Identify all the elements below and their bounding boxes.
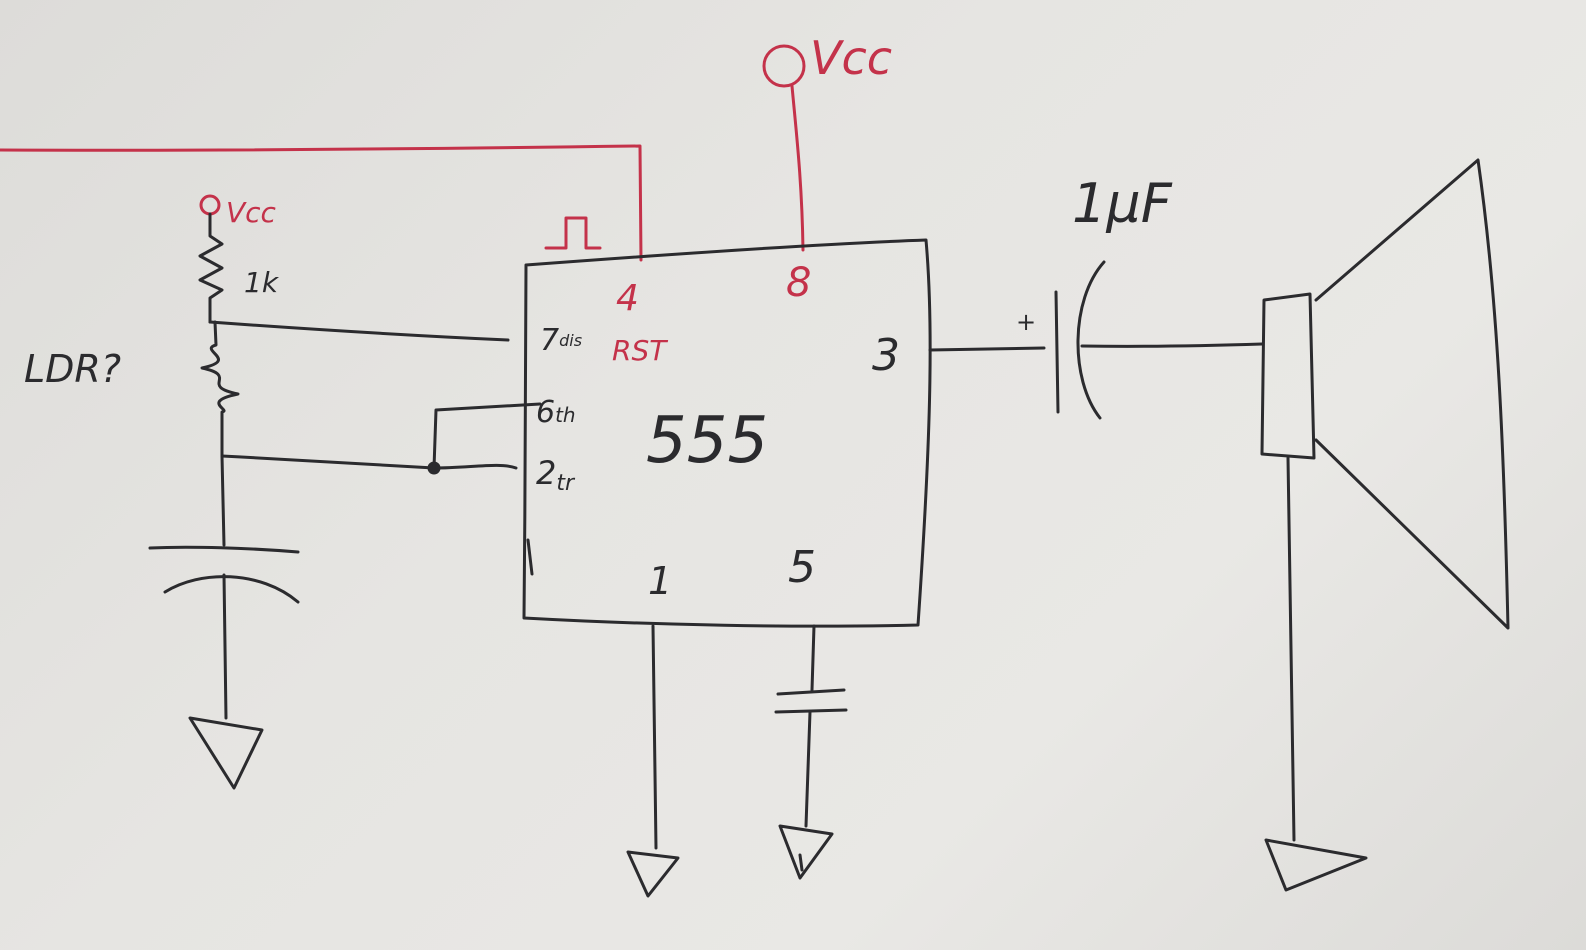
chip-body	[522, 238, 932, 628]
reset-wire	[0, 144, 643, 262]
timing-cap-wire-bottom	[222, 573, 228, 720]
output-wire	[928, 346, 1046, 352]
timing-cap-wire-top	[220, 454, 226, 547]
output-cap-plate-flat	[1054, 290, 1060, 414]
pin5-cap-plate-1	[776, 688, 846, 696]
output-cap-to-speaker	[1080, 342, 1264, 348]
pin5-wire	[810, 624, 816, 692]
vcc-pin8-wire	[790, 84, 805, 252]
timing-cap-plate-curved	[163, 575, 300, 604]
ground-pin5-tick	[798, 853, 804, 872]
pin5-label: 5	[788, 542, 816, 593]
ground-speaker	[1264, 838, 1368, 892]
pin7-label: 7dis	[540, 323, 582, 358]
ground-pin1	[626, 850, 680, 898]
pin1-label: 1	[648, 559, 672, 603]
resistor-label: 1k	[244, 266, 280, 299]
speaker-cone	[1314, 158, 1510, 630]
chip-name-label: 555	[646, 404, 768, 478]
pin3-label: 3	[872, 330, 900, 381]
pin6-bridge	[432, 402, 542, 470]
plus-label: +	[1016, 308, 1036, 336]
chip-bottom-left-stub	[526, 538, 534, 576]
pin2-label: 2tr	[536, 454, 576, 496]
speaker-body	[1260, 292, 1316, 460]
ldr-label: LDR?	[24, 347, 121, 391]
pulse-symbol	[544, 216, 602, 250]
speaker-ground-wire	[1286, 456, 1296, 842]
pin5-wire-2	[804, 710, 812, 828]
cap-value-label: 1µF	[1072, 172, 1173, 235]
pin1-ground-wire	[651, 624, 658, 850]
pin6-label: 6th	[536, 395, 576, 430]
vcc-top-node	[762, 44, 806, 88]
pin7-wire	[208, 320, 510, 342]
timing-cap-plate-flat	[148, 545, 300, 554]
trigger-wire	[220, 454, 518, 470]
ground-left	[188, 716, 264, 790]
vcc-left-node	[199, 194, 221, 216]
rst-label: RST	[612, 334, 668, 367]
ldr	[200, 320, 240, 457]
vcc-top-label: Vcc	[810, 31, 892, 85]
pin8-label: 8	[786, 260, 811, 306]
vcc-left-label: Vcc	[226, 196, 277, 229]
ground-pin5	[778, 824, 834, 880]
resistor-1k	[198, 212, 224, 324]
output-cap-plate-curved	[1076, 260, 1106, 420]
pin4-label: 4	[616, 278, 639, 319]
